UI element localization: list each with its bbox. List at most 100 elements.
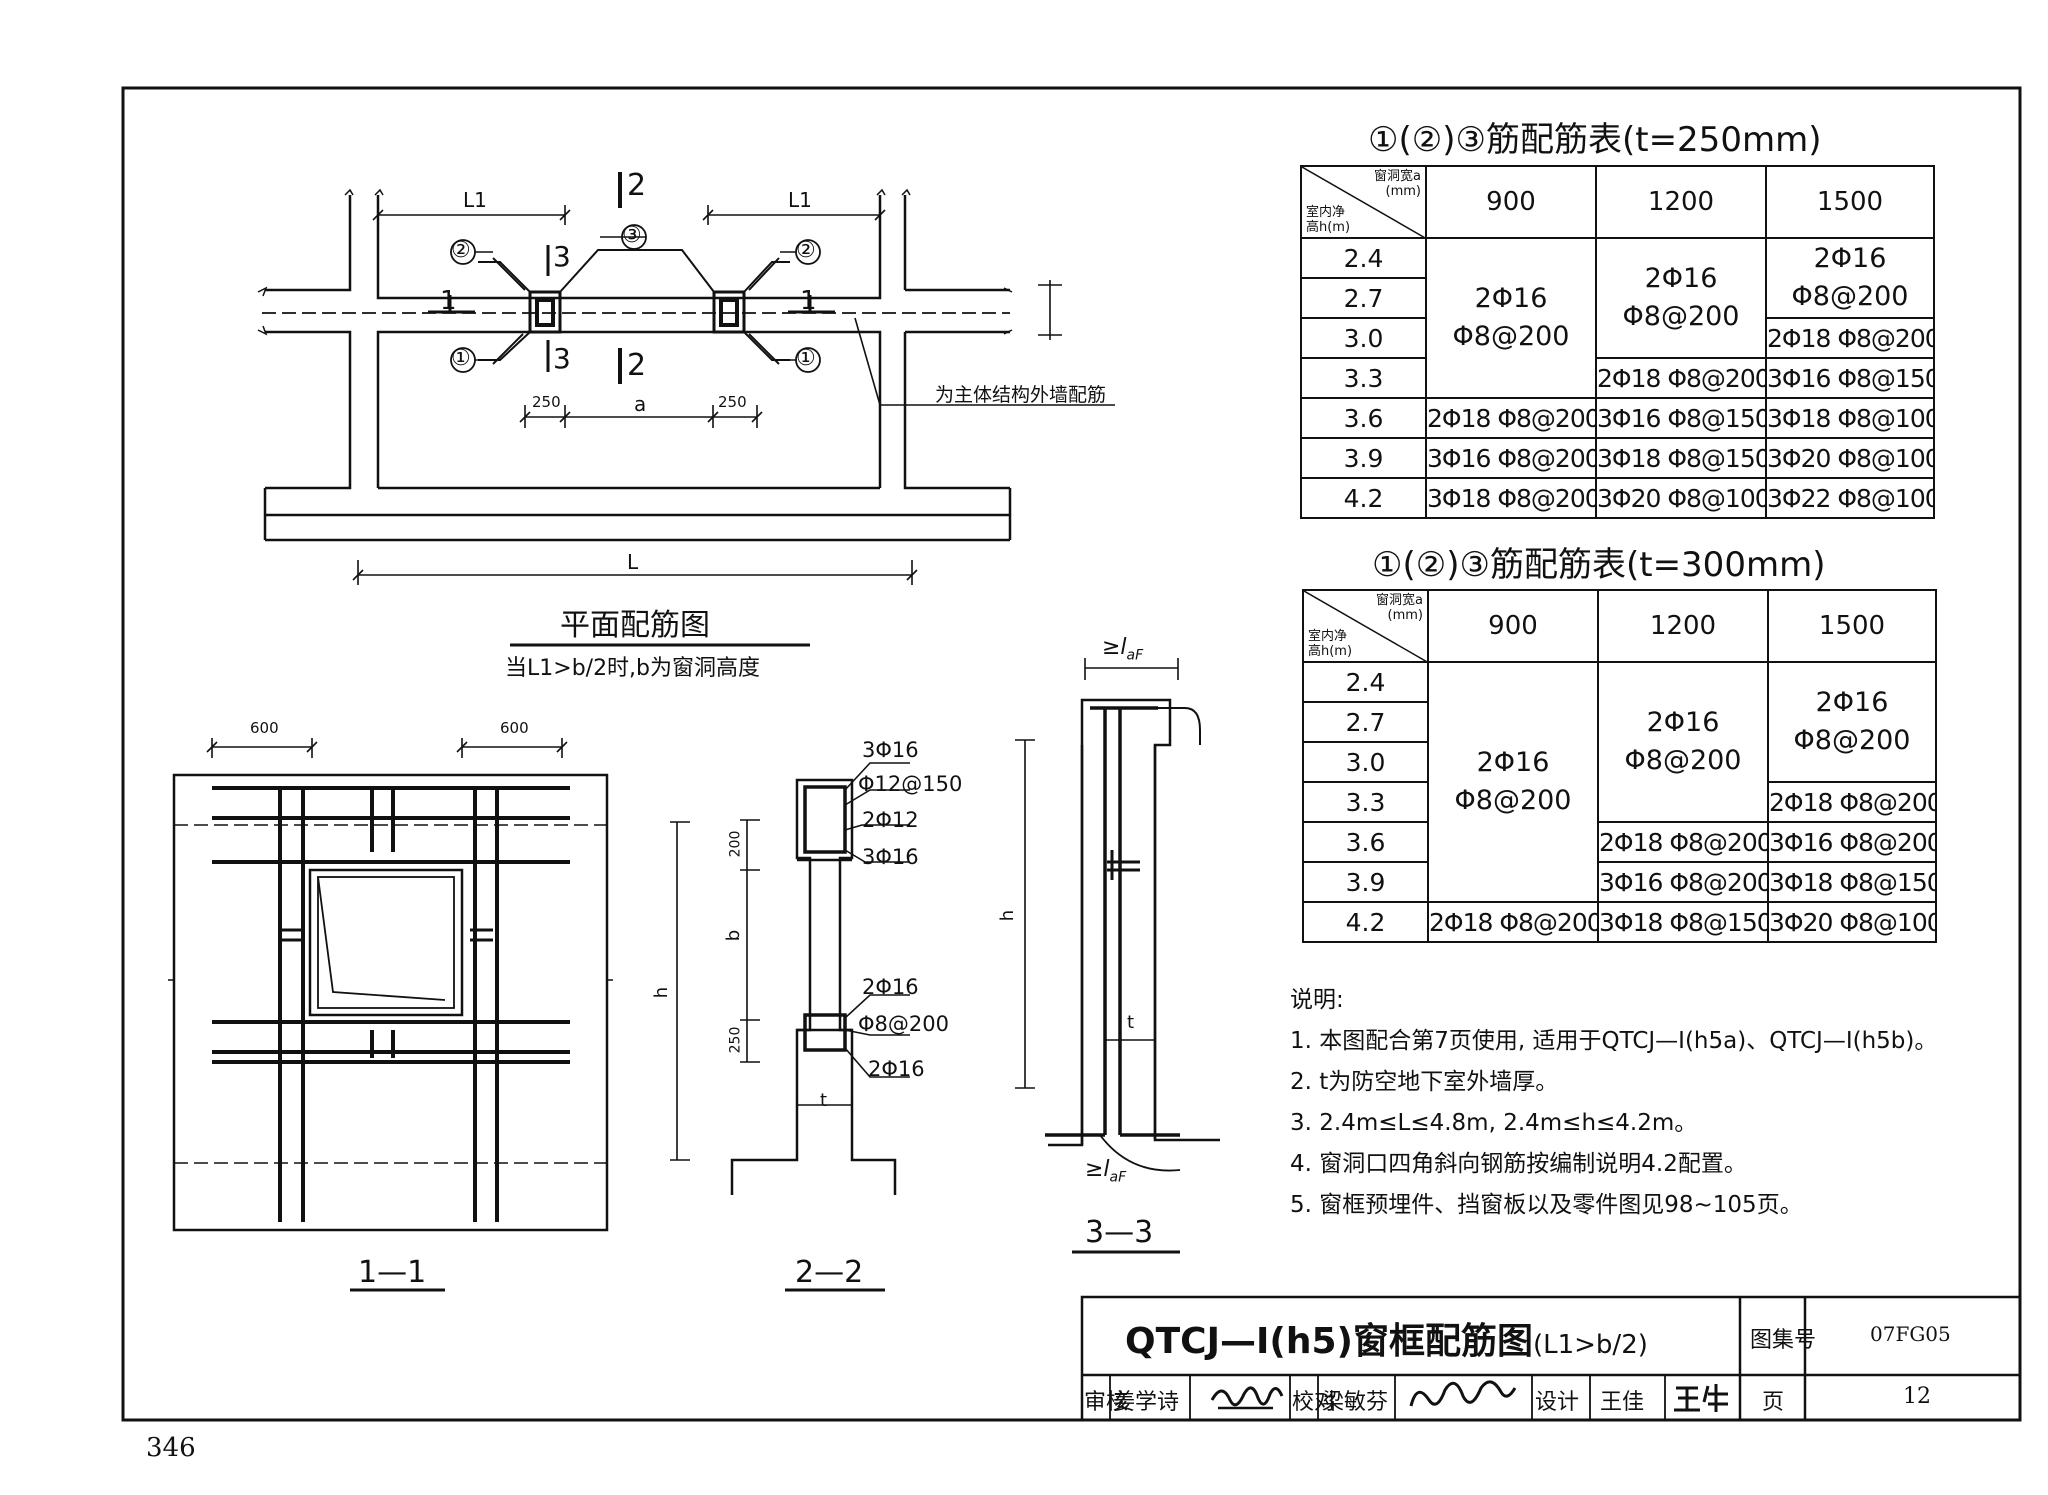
sec11-dim-600-right: 600 xyxy=(500,719,529,737)
sec22-dim-250: 250 xyxy=(727,1026,744,1054)
check-label: 校对 xyxy=(1292,1390,1337,1415)
table-250-row-h: 3.9 xyxy=(1300,437,1427,479)
table-250-col-1200: 1200 xyxy=(1595,165,1767,239)
plan-dim-250-left: 250 xyxy=(532,393,561,411)
table-300-cell: 3Φ18 Φ8@150 xyxy=(1597,901,1769,943)
sec33-laf-bottom: ≥laF xyxy=(1085,1157,1127,1186)
sec22-dim-t: t xyxy=(820,1090,828,1111)
sec22-dim-200: 200 xyxy=(727,830,744,858)
sec11-dim-600-left: 600 xyxy=(250,719,279,737)
plan-section-mark-3-bottom: 3 xyxy=(553,342,571,375)
table-300-row-h: 3.3 xyxy=(1302,781,1429,823)
plan-l1-right: L1 xyxy=(788,188,812,212)
sheet-page-number: 346 xyxy=(146,1433,196,1463)
table-300-row-h: 4.2 xyxy=(1302,901,1429,943)
sec22-bar-6: Φ8@200 xyxy=(858,1012,949,1036)
sec22-bar-1: 3Φ16 xyxy=(862,738,919,762)
plan-section-mark-2-bottom: 2 xyxy=(627,348,647,383)
table-250-cell: 3Φ20 Φ8@100 xyxy=(1595,477,1767,519)
reviewer-signature xyxy=(1208,1376,1288,1420)
plan-dim-l: L xyxy=(627,550,639,574)
plan-view xyxy=(257,172,1115,647)
plan-dim-a: a xyxy=(634,392,647,416)
table-300-row-h: 3.0 xyxy=(1302,741,1429,783)
sec33-laf-top: ≥laF xyxy=(1102,635,1144,664)
table-250-cell: 3Φ22 Φ8@100 xyxy=(1765,477,1935,519)
checker-signature xyxy=(1405,1376,1525,1420)
designer-name: 王佳 xyxy=(1600,1390,1645,1415)
table-250-cell: 3Φ18 Φ8@200 xyxy=(1425,477,1597,519)
table-250-col-1500: 1500 xyxy=(1765,165,1935,239)
table-250-cell: 3Φ16 Φ8@200 xyxy=(1425,437,1597,479)
table-250-col-900: 900 xyxy=(1425,165,1597,239)
table-300-cell: 2Φ18 Φ8@200 xyxy=(1597,821,1769,863)
table-250-cell: 3Φ16 Φ8@150 xyxy=(1765,357,1935,399)
table-300-row-h: 2.7 xyxy=(1302,701,1429,743)
plan-wall-note: 为主体结构外墙配筋 xyxy=(935,384,1107,406)
plan-dim-250-right: 250 xyxy=(718,393,747,411)
sec22-bar-4: 3Φ16 xyxy=(862,845,919,869)
note-item: 5. 窗框预埋件、挡窗板以及零件图见98~105页。 xyxy=(1290,1192,1803,1218)
table-300-cell: 2Φ18 Φ8@200 xyxy=(1427,901,1599,943)
plan-bar-mark-3: ③ xyxy=(622,223,642,248)
note-item: 1. 本图配合第7页使用, 适用于QTCJ—I(h5a)、QTCJ—I(h5b)… xyxy=(1290,1028,1938,1054)
table-250: 窗洞宽a(mm) 室内净高h(m) 900 1200 1500 2.4 2Φ16… xyxy=(1300,165,1935,519)
notes: 说明: 1. 本图配合第7页使用, 适用于QTCJ—I(h5a)、QTCJ—I(… xyxy=(1290,980,1937,1226)
table-250-cell: 2Φ18 Φ8@200 xyxy=(1765,317,1935,359)
table-300: 窗洞宽a(mm) 室内净高h(m) 900 1200 1500 2.4 2Φ16… xyxy=(1302,589,1937,943)
reviewer-name: 姜学诗 xyxy=(1113,1390,1180,1415)
sec22-dim-b: b xyxy=(723,929,745,942)
table-300-cell: 2Φ18 Φ8@200 xyxy=(1767,781,1937,823)
plan-section-mark-3-top: 3 xyxy=(553,240,571,273)
table-250-cell: 3Φ16 Φ8@150 xyxy=(1595,397,1767,439)
table-250-row-h: 2.7 xyxy=(1300,277,1427,319)
table-300-cell: 3Φ16 Φ8@200 xyxy=(1767,821,1937,863)
note-item: 3. 2.4m≤L≤4.8m, 2.4m≤h≤4.2m。 xyxy=(1290,1110,1698,1136)
plan-bar-mark-2-left: ② xyxy=(451,238,471,263)
table-300-row-h: 3.6 xyxy=(1302,821,1429,863)
table-300-cell: 3Φ20 Φ8@100 xyxy=(1767,901,1937,943)
sec22-dim-h: h xyxy=(651,986,673,999)
plan-l1-left: L1 xyxy=(463,188,487,212)
table-300-row-h: 2.4 xyxy=(1302,661,1429,703)
sec22-label: 2—2 xyxy=(795,1255,864,1290)
plan-bar-mark-1-left: ① xyxy=(451,346,471,371)
sec33-label: 3—3 xyxy=(1085,1215,1154,1250)
plan-section-mark-2-top: 2 xyxy=(627,168,647,203)
sec33-dim-h: h xyxy=(997,909,1019,922)
plan-section-mark-1-right: 1 xyxy=(800,286,817,316)
section-2-2 xyxy=(670,762,910,1292)
sec22-bar-3: 2Φ12 xyxy=(862,808,919,832)
note-item: 2. t为防空地下室外墙厚。 xyxy=(1290,1069,1559,1095)
table-300-cell: 3Φ16 Φ8@200 xyxy=(1597,861,1769,903)
table-250-row-h: 3.6 xyxy=(1300,397,1427,439)
notes-heading: 说明: xyxy=(1290,987,1344,1013)
checker-name: 梁敏芬 xyxy=(1322,1390,1389,1415)
plan-subtitle: 当L1>b/2时,b为窗洞高度 xyxy=(505,656,761,681)
table-250-row-h: 3.0 xyxy=(1300,317,1427,359)
plan-section-mark-1-left: 1 xyxy=(440,286,457,316)
sec33-dim-t: t xyxy=(1127,1012,1135,1033)
review-label: 审核 xyxy=(1084,1390,1129,1415)
atlas-label: 图集号 xyxy=(1750,1328,1817,1353)
plan-bar-mark-2-right: ② xyxy=(796,238,816,263)
table-300-row-h: 3.9 xyxy=(1302,861,1429,903)
table-300-col-1200: 1200 xyxy=(1597,589,1769,663)
table-250-row-h: 2.4 xyxy=(1300,237,1427,279)
section-1-1 xyxy=(168,738,613,1292)
title-block-lines xyxy=(1080,1295,2020,1420)
table-250-cell: 2Φ18 Φ8@200 xyxy=(1425,397,1597,439)
table-250-row-h: 3.3 xyxy=(1300,357,1427,399)
table-250-cell: 3Φ18 Φ8@150 xyxy=(1595,437,1767,479)
table-250-cell: 3Φ20 Φ8@100 xyxy=(1765,437,1935,479)
table-300-cell: 3Φ18 Φ8@150 xyxy=(1767,861,1937,903)
atlas-number: 07FG05 xyxy=(1870,1322,1951,1346)
table-250-corner: 窗洞宽a(mm) 室内净高h(m) xyxy=(1300,165,1427,239)
plan-bar-mark-1-right: ① xyxy=(796,346,816,371)
